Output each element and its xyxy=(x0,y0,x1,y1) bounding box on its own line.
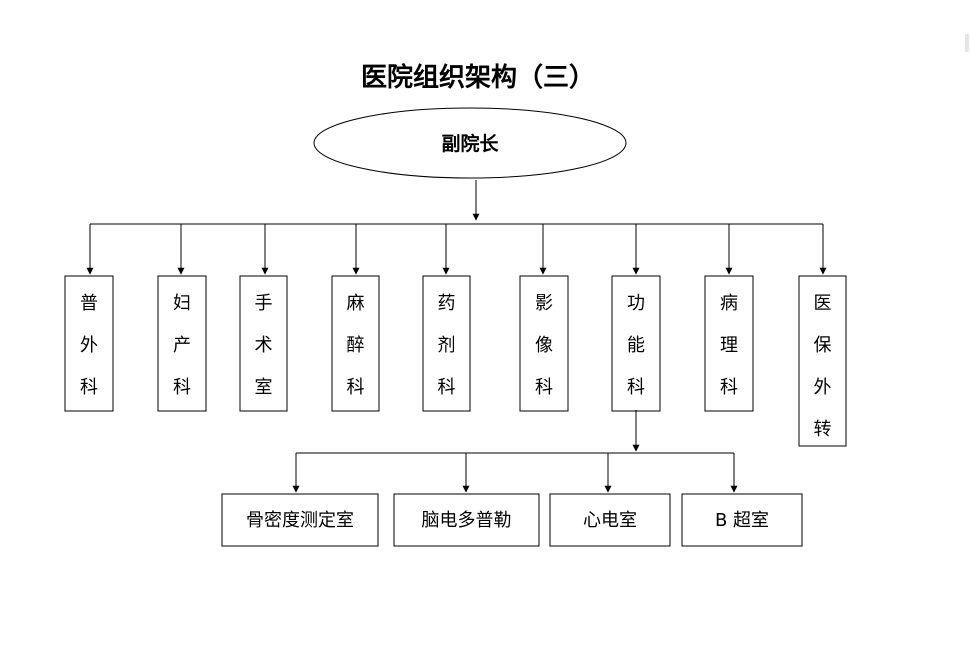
root-label: 副院长 xyxy=(441,132,499,155)
department-box xyxy=(422,275,471,412)
department-label: 医保外转 xyxy=(814,293,832,440)
department-box xyxy=(157,275,207,412)
sub-unit-label: 骨密度测定室 xyxy=(246,510,354,531)
department-box xyxy=(239,275,288,412)
sub-unit-box xyxy=(549,493,671,547)
department-box xyxy=(64,275,114,412)
department-label: 妇产科 xyxy=(173,293,191,398)
departments: 普外科 妇产科 手术室 麻醉科 药剂科 影像科 功能科 病理科 医保外转 xyxy=(64,224,847,447)
sub-unit-label: B 超室 xyxy=(715,510,769,531)
department-label: 普外科 xyxy=(80,293,98,398)
window-edge-mark xyxy=(965,34,969,52)
chart-title: 医院组织架构（三） xyxy=(361,62,595,93)
department-label: 手术室 xyxy=(255,293,273,398)
sub-unit-box xyxy=(221,493,379,547)
root-node xyxy=(313,107,627,179)
sub-unit-label: 脑电多普勒 xyxy=(422,510,512,531)
department-label: 药剂科 xyxy=(438,293,456,398)
department-label: 病理科 xyxy=(720,293,738,398)
department-box xyxy=(704,275,754,412)
sub-unit-box xyxy=(393,493,540,547)
sub-unit-box xyxy=(681,493,803,547)
department-box xyxy=(798,275,847,447)
department-label: 功能科 xyxy=(627,293,645,398)
department-box xyxy=(331,275,380,412)
department-label: 影像科 xyxy=(535,293,553,398)
sub-units: 骨密度测定室 脑电多普勒 心电室 B 超室 xyxy=(221,453,803,547)
department-box xyxy=(519,275,569,412)
department-box xyxy=(611,275,661,412)
department-label: 麻醉科 xyxy=(347,293,365,398)
sub-unit-label: 心电室 xyxy=(583,510,637,531)
